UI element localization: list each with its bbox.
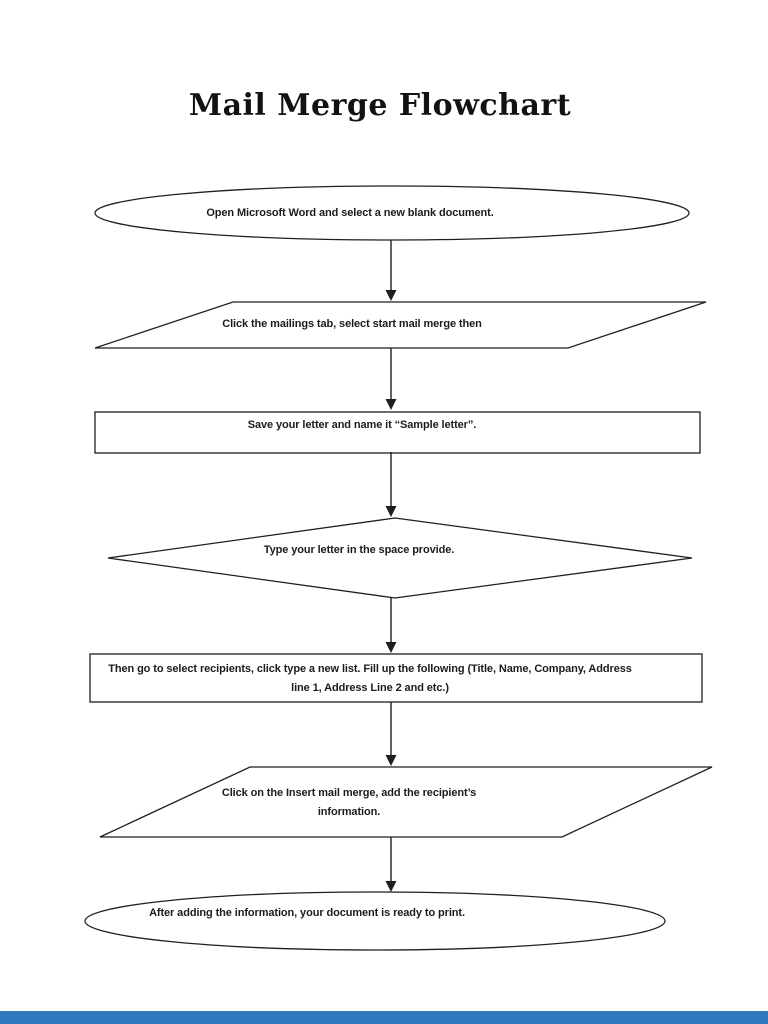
- end-terminator-shape: [84, 891, 666, 951]
- node-label-select-recipients: Then go to select recipients, click type…: [20, 660, 720, 698]
- recipients-rectangle-shape: [89, 653, 703, 703]
- node-label-insert-mail-merge-line2: information.: [317, 806, 381, 818]
- node-label-insert-mail-merge: Click on the Insert mail merge, add the …: [0, 784, 699, 822]
- flow-arrow-3: [385, 452, 397, 517]
- node-label-insert-mail-merge-line1: Click on the Insert mail merge, add the …: [221, 787, 477, 799]
- node-label-type-letter: Type your letter in the space provide.: [263, 544, 455, 556]
- save-letter-rectangle-shape: [94, 411, 701, 454]
- node-label-select-recipients-line2: line 1, Address Line 2 and etc.): [291, 682, 449, 694]
- flow-arrow-5: [385, 702, 397, 766]
- node-label-end: After adding the information, your docum…: [149, 907, 465, 919]
- flow-arrow-2: [385, 348, 397, 410]
- flow-arrow-1: [385, 240, 397, 301]
- node-label-start: Open Microsoft Word and select a new bla…: [206, 207, 494, 219]
- start-terminator-shape: [94, 185, 690, 241]
- footer-bar: [0, 1011, 768, 1024]
- node-label-select-recipients-line1: Then go to select recipients, click type…: [108, 663, 632, 675]
- flow-arrow-4: [385, 598, 397, 653]
- type-letter-diamond-shape: [107, 517, 693, 599]
- node-label-save-letter: Save your letter and name it “Sample let…: [247, 419, 477, 431]
- node-label-mailings-tab: Click the mailings tab, select start mai…: [222, 318, 482, 330]
- mailings-parallelogram-shape: [94, 301, 707, 349]
- page-title: Mail Merge Flowchart: [188, 88, 572, 123]
- flow-arrow-6: [385, 837, 397, 892]
- insert-merge-parallelogram-shape: [99, 766, 713, 838]
